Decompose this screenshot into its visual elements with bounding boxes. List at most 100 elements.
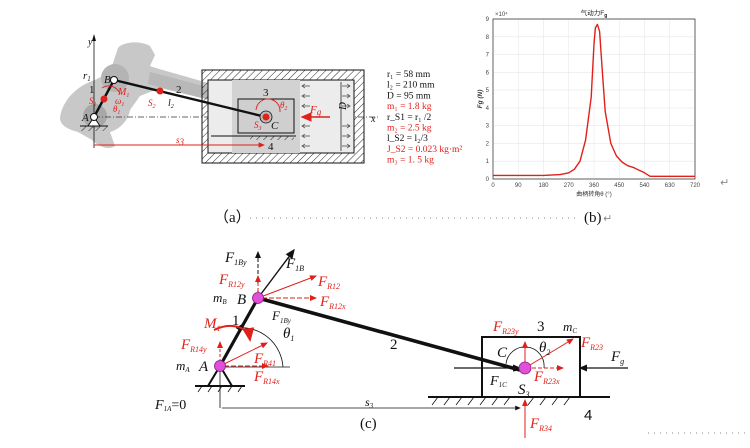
fg-label: Fg [610,349,624,366]
mass-point-a [214,360,226,372]
joint-b-label: B [104,74,111,86]
force-fr41-arrow [219,342,268,367]
s3-label: s3 [365,395,374,410]
force-fr23-arrow [524,338,574,369]
return-mark-b: ↵ [603,212,612,225]
y-tick-label: 5 [486,88,490,94]
f1c-label: F1C [489,374,507,389]
l2-label: l2 [168,98,174,110]
chart-title: 气动力Fg [581,8,608,19]
link-4-label: 4 [268,141,274,153]
x-tick-label: 360 [589,183,600,189]
fr12-label: FR12 [317,274,340,291]
fr12y-label: FR12y [218,272,245,289]
theta2-arc [255,98,281,113]
moment-m1-arc [213,324,255,342]
fr23x-label: FR23x [533,369,560,386]
panel-c-free-body-diagram: F1By F1B FR12y FR12 FR12x mB B 1 F1By θ1… [154,248,745,438]
joint-a [90,113,98,121]
theta1-label: θ1 [283,326,294,343]
link-1-label: 1 [89,84,95,96]
parameter-item: m₁ = 1.8 kg [387,102,432,112]
x-axis-label: 曲柄转角θ (°) [576,190,611,198]
mass-point-b [252,292,264,304]
mb-label: mB [213,290,227,306]
gas-force-label: Fg [309,104,322,117]
f1b-label: F1B [285,256,304,273]
point-c-label: C [497,345,508,361]
x-tick-label: 270 [564,183,575,189]
link-3-label: 3 [263,87,269,99]
theta2-label: θ2 [280,100,287,112]
caption-b: (b) [584,210,602,226]
y-axis-label: Fg (N) [477,90,484,109]
force-f1b-arrow [257,248,295,299]
parameter-item: l₂ = 210 mm [387,81,435,91]
r1-label: r1 [83,70,91,83]
parameter-item: m₃ = 1. 5 kg [387,156,434,166]
y-axis-label: y [87,37,93,48]
bore-diameter-label: D [337,102,349,111]
connecting-rod [257,296,521,372]
mass-point-c [518,361,532,375]
y-tick-label: 1 [486,159,490,165]
parameter-item: l_S2 = l₂/3 [387,134,428,144]
mc-label: mC [563,319,577,335]
s1-label: S1 [89,96,97,108]
crank-silhouette [60,42,262,148]
y-tick-label: 0 [486,177,490,183]
ground-hatch-slider [431,396,571,406]
pressure-arrows [301,83,351,149]
centroid-s2 [156,87,164,95]
force-fr12-arrow [257,275,317,299]
fr12x-label: FR12x [319,294,346,311]
parameter-item: r_S1 = r₁ /2 [387,113,432,123]
theta2-label: θ2 [539,340,550,357]
parameter-item: J_S2 = 0.023 kg·m² [387,145,462,155]
joint-a-label: A [81,112,89,124]
centroid-s3 [262,113,270,121]
s3-centroid-label: S3 [254,120,262,132]
s3-centroid-label: S3 [518,382,530,399]
x-tick-label: 0 [491,183,495,189]
parameter-item: r₁ = 58 mm [387,70,431,80]
x-tick-label: 630 [665,183,676,189]
y-axis-arrow [92,34,96,41]
y-tick-label: 3 [486,124,490,130]
m1-label: M1 [203,316,221,333]
fr23-label: FR23 [580,335,603,352]
y-tick-label: 4 [486,106,490,112]
y-tick-label: 7 [486,53,490,59]
x-tick-label: 720 [690,183,701,189]
link-2-label: 2 [390,337,398,353]
fr41-label: FR41 [253,351,276,368]
y-tick-label: 6 [486,70,490,76]
x-tick-label: 180 [538,183,549,189]
caption-a: （a） [214,209,251,226]
y-tick-label: 9 [486,17,490,23]
fr14y-label: FR14y [180,337,207,354]
pivot-support-a [87,116,101,127]
connecting-rod [113,78,267,119]
point-c-label: C [271,120,279,132]
omega1-label: ω1 [115,96,124,108]
s3-label: s3 [176,135,185,147]
x-axis-label: x [370,114,376,125]
link-3-label: 3 [537,319,545,335]
s2-label: S2 [148,98,156,110]
series-line-fg [493,23,695,177]
f1by-top-label: F1By [224,250,247,267]
link-4-label: 4 [584,407,592,424]
fr23y-label: FR23y [492,319,519,336]
link-1-label: 1 [232,313,240,329]
y-tick-label: 8 [486,35,490,41]
ground-a [80,126,108,131]
theta1-label: θ1 [113,104,120,116]
panel-a-mechanism: y x D Fg [60,34,378,164]
fr34-label: FR34 [529,416,552,433]
ma-label: mA [176,358,190,374]
crank-link [218,297,260,367]
f1by-mid-label: F1By [271,308,292,325]
